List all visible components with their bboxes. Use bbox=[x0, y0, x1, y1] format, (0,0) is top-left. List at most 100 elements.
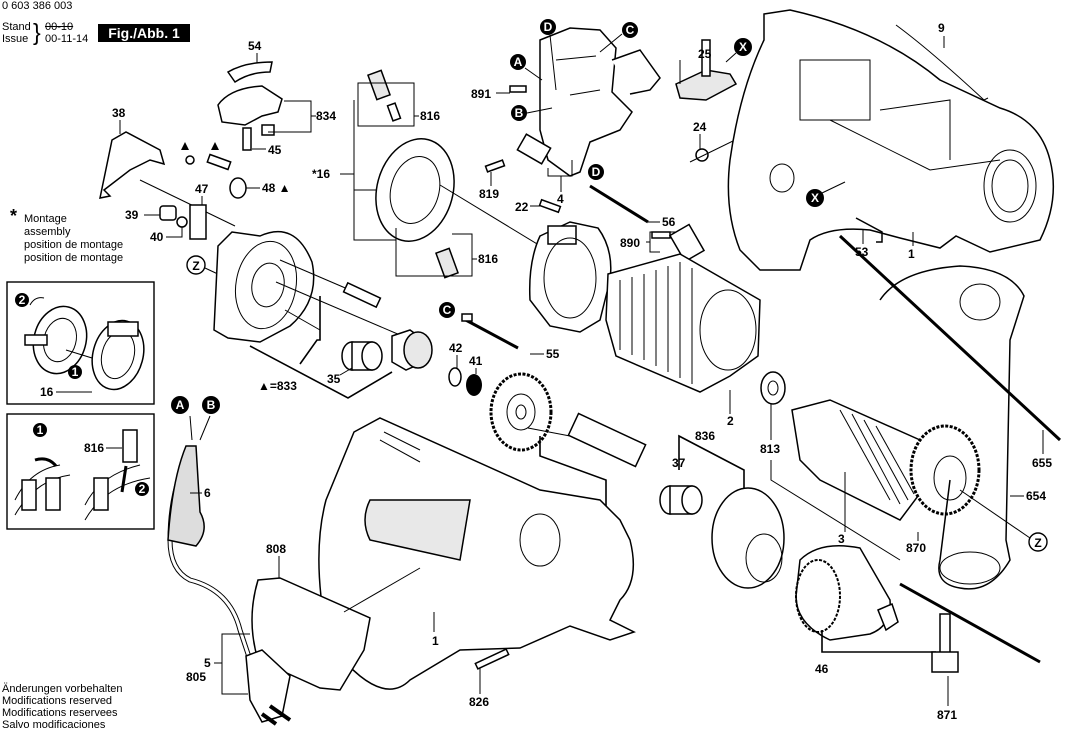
callout-d-text: D bbox=[592, 165, 601, 179]
part-1-label: 1 bbox=[908, 247, 915, 261]
figure-label: Fig./Abb. 1 bbox=[98, 24, 190, 42]
callout-b-text: B bbox=[207, 398, 216, 412]
part-54-cover-plate bbox=[226, 61, 273, 84]
brace-icon: } bbox=[33, 19, 41, 45]
step-1-marker bbox=[33, 423, 47, 437]
callout-a-marker bbox=[171, 396, 189, 414]
callout-x-text: X bbox=[811, 191, 819, 205]
inset-brush-holder-frame bbox=[6, 281, 155, 405]
part-42-washer bbox=[448, 367, 462, 387]
part-6-cable-protector bbox=[167, 445, 205, 547]
footer-line: Modifications reservees bbox=[2, 707, 118, 719]
step-2-marker bbox=[135, 482, 149, 496]
part-41-gear-small bbox=[466, 374, 482, 396]
part-891-label: 891 bbox=[471, 87, 491, 101]
part-2-label: 2 bbox=[727, 414, 734, 428]
part-6-label: 6 bbox=[204, 486, 211, 500]
part-890-screw bbox=[651, 231, 671, 239]
part-22-label: 22 bbox=[515, 200, 529, 214]
part-39-label: 39 bbox=[125, 208, 139, 222]
footer-line: Modifications reserved bbox=[2, 695, 113, 707]
step-1-marker bbox=[68, 365, 82, 379]
inset-brush-replace-drawing bbox=[14, 429, 151, 521]
part-3-armature bbox=[791, 399, 931, 521]
part-45-label: 45 bbox=[268, 143, 282, 157]
part-870-label: 870 bbox=[906, 541, 926, 555]
assembly-star-icon: * bbox=[10, 206, 18, 226]
part-655-label: 655 bbox=[1032, 456, 1052, 470]
part-836-label: 836 bbox=[695, 429, 715, 443]
part-833-label: ▲=833 bbox=[258, 379, 297, 393]
callout-d-text: D bbox=[544, 20, 553, 34]
callout-x-marker bbox=[806, 189, 824, 207]
part-41-label: 41 bbox=[469, 354, 483, 368]
part-808-handle-cover bbox=[251, 577, 371, 691]
callout-b-marker bbox=[202, 396, 220, 414]
assembly-note-line: Montage bbox=[24, 213, 67, 225]
document-number: 0 603 386 003 bbox=[2, 0, 73, 12]
issue-value: 00-11-14 bbox=[45, 33, 89, 45]
part-834-switch-cover bbox=[217, 85, 283, 126]
part-654-label: 654 bbox=[1026, 489, 1046, 503]
step-1-marker-text: 1 bbox=[37, 423, 44, 437]
part-891-screw bbox=[509, 85, 527, 93]
part-813-label: 813 bbox=[760, 442, 780, 456]
part-56-label: 56 bbox=[662, 215, 676, 229]
callout-z-text: Z bbox=[1034, 536, 1041, 550]
part-813-bearing bbox=[760, 371, 786, 405]
part-1-main-housing bbox=[318, 417, 636, 690]
part-4-label: 4 bbox=[557, 192, 564, 206]
callout-c-marker bbox=[439, 302, 455, 318]
part-1-label: 1 bbox=[432, 634, 439, 648]
part-large-gear bbox=[489, 372, 553, 452]
footer-line: Änderungen vorbehalten bbox=[2, 683, 123, 695]
part-39-pad bbox=[159, 205, 177, 221]
callout-z-marker bbox=[186, 255, 206, 275]
part-890-clamp bbox=[668, 223, 706, 263]
part-805-label: 805 bbox=[186, 670, 206, 684]
part-bearing-shield bbox=[213, 231, 315, 343]
part-834-label: 834 bbox=[316, 109, 336, 123]
callout-d-marker bbox=[540, 19, 556, 35]
assembly-note-line: position de montage bbox=[24, 252, 124, 264]
callout-x-marker bbox=[734, 38, 752, 56]
callout-a-text: A bbox=[176, 398, 185, 412]
triangle-marker-icon bbox=[181, 142, 189, 150]
part-9-label: 9 bbox=[938, 21, 945, 35]
stand-value: 00-10 bbox=[45, 21, 74, 33]
callout-a-text: A bbox=[514, 55, 523, 69]
field-coil-ribs bbox=[619, 262, 693, 384]
part-826-label: 826 bbox=[469, 695, 489, 709]
part-24-ring bbox=[695, 148, 709, 162]
part-871-label: 871 bbox=[937, 708, 957, 722]
part-40-label: 40 bbox=[150, 230, 164, 244]
step-2-marker-text: 2 bbox=[19, 293, 26, 307]
part-25-label: 25 bbox=[698, 47, 712, 61]
part-40-washer bbox=[176, 216, 188, 228]
inset-part-16-label: 16 bbox=[40, 385, 54, 399]
inset-part-816-label: 816 bbox=[84, 441, 104, 455]
part-55-label: 55 bbox=[546, 347, 560, 361]
triangle-marker-icon bbox=[211, 142, 219, 150]
part-46-label: 46 bbox=[815, 662, 829, 676]
inset-brush-holder-drawing bbox=[24, 297, 145, 391]
part-808-label: 808 bbox=[266, 542, 286, 556]
part-3-label: 3 bbox=[838, 532, 845, 546]
inset-brush-replace-frame bbox=[6, 413, 155, 530]
part-836-gear-cover bbox=[711, 487, 785, 589]
part-5-label: 5 bbox=[204, 656, 211, 670]
part-pin bbox=[342, 281, 382, 309]
stand-label: Stand bbox=[2, 21, 31, 33]
part-54-label: 54 bbox=[248, 39, 262, 53]
callout-b-text: B bbox=[515, 106, 524, 120]
part-42-label: 42 bbox=[449, 341, 463, 355]
part-816-label: 816 bbox=[478, 252, 498, 266]
issue-label: Issue bbox=[2, 33, 29, 45]
callout-x-text: X bbox=[739, 40, 747, 54]
part-48-label: 48 ▲ bbox=[262, 181, 291, 195]
assembly-note-line: assembly bbox=[24, 226, 71, 238]
part-16-label: *16 bbox=[312, 167, 330, 181]
part-1-housing-half bbox=[727, 9, 1055, 271]
part-819-label: 819 bbox=[479, 187, 499, 201]
